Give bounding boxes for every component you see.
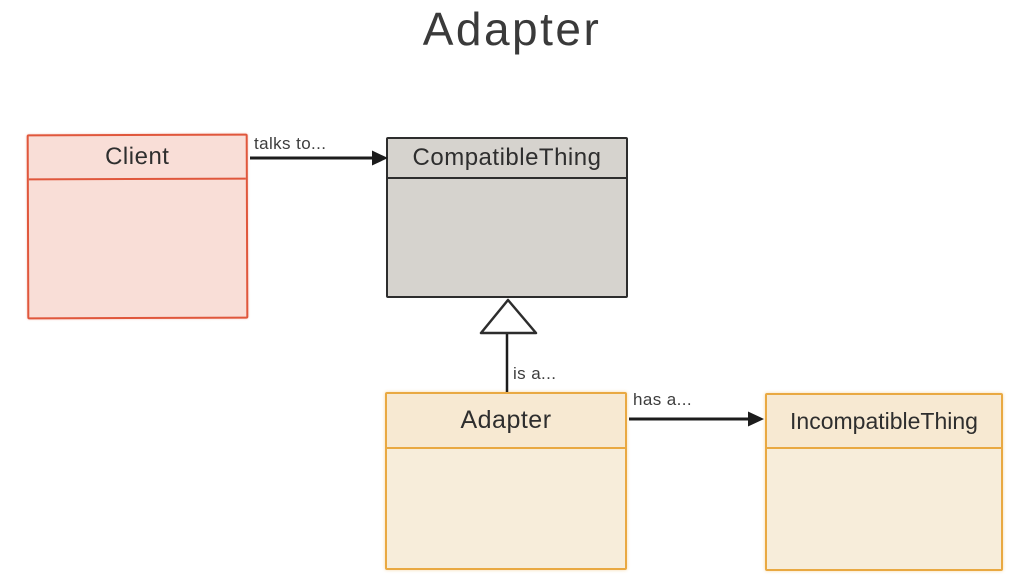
- class-box-adapter: Adapter: [385, 392, 627, 570]
- class-name-client: Client: [105, 142, 170, 171]
- class-name-compatible-thing: CompatibleThing: [412, 144, 602, 171]
- class-box-incompatible-thing: IncompatibleThing: [765, 393, 1003, 571]
- edge-label-talks-to: talks to...: [254, 134, 327, 153]
- class-name-incompatible-thing: IncompatibleThing: [790, 407, 978, 434]
- edge-label-is-a: is a...: [513, 364, 557, 383]
- class-box-client-header: Client: [28, 135, 246, 181]
- edge-label-has-a: has a...: [633, 390, 692, 409]
- class-box-client: Client: [26, 133, 249, 320]
- class-box-compatible-thing: CompatibleThing: [386, 137, 628, 298]
- class-box-adapter-header: Adapter: [387, 394, 625, 449]
- class-name-adapter: Adapter: [460, 406, 552, 434]
- class-box-compatible-thing-header: CompatibleThing: [388, 139, 626, 179]
- edge-has-a-arrow: [629, 411, 764, 427]
- class-box-incompatible-thing-header: IncompatibleThing: [767, 395, 1001, 449]
- diagram-title: Adapter: [422, 3, 602, 55]
